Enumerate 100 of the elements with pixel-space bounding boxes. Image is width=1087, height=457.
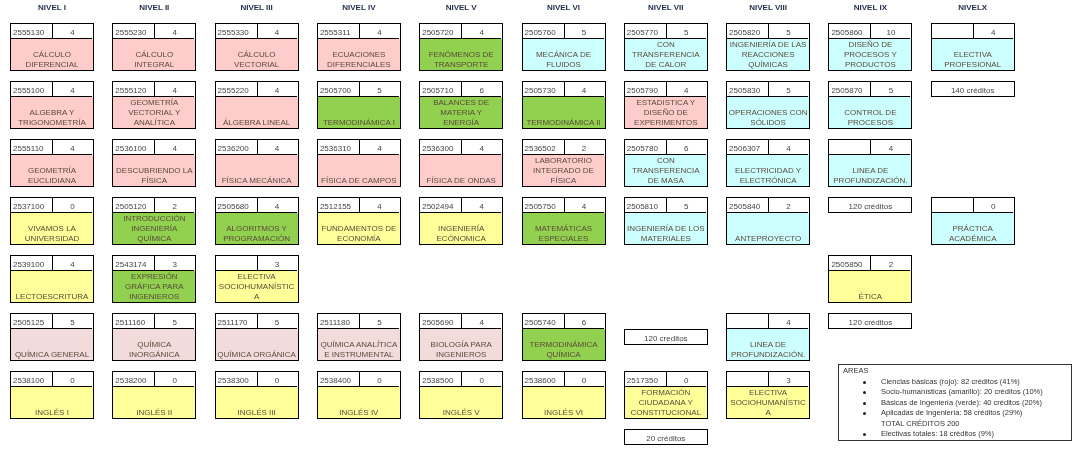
course-name: LINEA DE PROFUNDIZACIÓN. xyxy=(727,329,810,360)
course-code: 2543174 xyxy=(113,256,156,271)
course-name: ALGORITMOS Y PROGRAMACIÓN xyxy=(215,213,298,244)
course-name: GEOMETRÍA EUCLIDIANA xyxy=(11,155,93,186)
course-code: 2555220 xyxy=(215,82,258,97)
course-name: INGLÉS VI xyxy=(522,387,605,418)
course-name: ANTEPROYECTO xyxy=(727,213,810,244)
course-code: 2555330 xyxy=(215,24,258,39)
course-name: QUÍMICA ORGÁNICA xyxy=(215,329,298,360)
column-heading: NIVELX xyxy=(957,3,989,12)
course-name: MATEMÁTICAS ESPECIALES xyxy=(522,213,605,244)
course-code: 2505125 xyxy=(11,314,53,329)
course-name: INGENIERÍA DE LOS MATERIALES xyxy=(624,213,707,244)
course-name: QUÍMICA ANALÍTICA E INSTRUMENTAL xyxy=(317,329,400,360)
column-heading: NIVEL VI xyxy=(545,3,582,12)
course-name: EXPRESIÓN GRÁFICA PARA INGENIEROS xyxy=(113,271,196,302)
course-name: ELECTIVA PROFESIONAL xyxy=(931,39,1014,70)
course-code: 2555110 xyxy=(11,140,53,155)
course-name: FÍSICA DE ONDAS xyxy=(420,155,503,186)
course-name: ELECTIVA SOCIOHUMANÍSTICA xyxy=(727,387,810,418)
course-code: 2505710 xyxy=(420,82,463,97)
course-name: LECTOESCRITURA xyxy=(11,271,93,302)
course-name: MECÁNICA DE FLUIDOS xyxy=(522,39,605,70)
course-code: 2505790 xyxy=(624,82,667,97)
column-heading: NIVEL I xyxy=(37,3,67,12)
course-name: ÁLGEBRA LINEAL xyxy=(215,97,298,128)
course-code: 2502494 xyxy=(420,198,463,213)
course-code: 2555130 xyxy=(11,24,53,39)
column-heading: NIVEL VII xyxy=(647,3,685,12)
column-heading: NIVEL II xyxy=(138,3,171,12)
course-name: QUÍMICA INORGÁNICA xyxy=(113,329,196,360)
course-code: 2536310 xyxy=(317,140,360,155)
course-name: DISEÑO DE PROCESOS Y PRODUCTOS xyxy=(829,39,912,70)
course-name: FENÓMENOS DE TRANSPORTE xyxy=(420,39,503,70)
course-name: FÍSICA MECÁNICA xyxy=(215,155,298,186)
course-name: INGENIERÍA ECÓNOMICA xyxy=(420,213,503,244)
course-code: 2537100 xyxy=(11,198,53,213)
course-code: 2538300 xyxy=(215,372,258,387)
course-code: 2505820 xyxy=(727,24,770,39)
course-name: CÁLCULO VECTORIAL xyxy=(215,39,298,70)
course-code: 2505720 xyxy=(420,24,463,39)
course-name: PRÁCTICA ACADÉMICA xyxy=(931,213,1014,244)
course-name: INGLÉS I xyxy=(11,387,93,418)
course-code: 2512155 xyxy=(317,198,360,213)
credit-total: 120 creditos xyxy=(623,329,708,345)
course-name: LINEA DE PROFUNDIZACIÓN. xyxy=(829,155,912,186)
course-name: CONTROL DE PROCESOS xyxy=(829,97,912,128)
course-code: 2536502 xyxy=(522,140,565,155)
course-name: ELECTIVA SOCIOHUMANÍSTICA xyxy=(215,271,298,302)
course-name: INGLÉS II xyxy=(113,387,196,418)
course-code: 2555120 xyxy=(113,82,156,97)
course-code: 2538100 xyxy=(11,372,53,387)
course-name: CON TRANSFERENCIA DE MASA xyxy=(624,155,707,186)
course-name: INGENIERÍA DE LAS REACCIONES QUÍMICAS xyxy=(727,39,810,70)
course-code: 2505680 xyxy=(215,198,258,213)
course-code: 2505730 xyxy=(522,82,565,97)
course-code: 2538200 xyxy=(113,372,156,387)
areas-note-box xyxy=(838,364,1072,441)
course-code: 2511180 xyxy=(317,314,360,329)
course-code: 2505760 xyxy=(522,24,565,39)
course-code: 2505120 xyxy=(113,198,156,213)
course-code: 2555311 xyxy=(317,24,360,39)
column-heading: NIVEL IX xyxy=(852,3,888,12)
course-name: FORMACIÓN CIUDADANA Y CONSTITUCIONAL xyxy=(624,387,707,418)
course-name: ESTADISTICA Y DISEÑO DE EXPERIMENTOS xyxy=(624,97,707,128)
credit-total: 140 créditos xyxy=(930,81,1015,97)
course-code: 2517350 xyxy=(624,372,667,387)
course-code: 2505850 xyxy=(829,256,872,271)
column-heading: NIVEL IV xyxy=(341,3,377,12)
course-name: FÍSICA DE CAMPOS xyxy=(317,155,400,186)
course-name: INGLÉS III xyxy=(215,387,298,418)
course-name: GEOMETRÍA VECTORIAL Y ANALÍTICA xyxy=(113,97,196,128)
course-code: 2505810 xyxy=(624,198,667,213)
course-name: CÁLCULO INTEGRAL xyxy=(113,39,196,70)
course-name: TERMODINÁMICA QUÍMICA xyxy=(522,329,605,360)
course-name: CÁLCULO DIFERENCIAL xyxy=(11,39,93,70)
course-name: VIVAMOS LA UNIVERSIDAD xyxy=(11,213,93,244)
course-code: 2536200 xyxy=(215,140,258,155)
course-name: BALANCES DE MATERIA Y ENERGÍA xyxy=(420,97,503,128)
course-code: 2555100 xyxy=(11,82,53,97)
column-heading: NIVEL V xyxy=(444,3,478,12)
course-name: TERMODINÁMICA I xyxy=(317,97,400,128)
course-name: TERMODINÁMICA II xyxy=(522,97,605,128)
course-code: 2505870 xyxy=(829,82,872,97)
course-name: INTRODUCCIÓN INGENIERÍA QUÍMICA xyxy=(113,213,196,244)
course-code: 2506307 xyxy=(727,140,770,155)
course-code: 2538400 xyxy=(317,372,360,387)
course-code: 2511160 xyxy=(113,314,156,329)
column-heading: NIVEL III xyxy=(239,3,274,12)
column-heading: NIVEL VIII xyxy=(748,3,788,12)
course-name: BIOLOGÍA PARA INGENIEROS xyxy=(420,329,503,360)
course-code: 2505860 xyxy=(829,24,872,39)
course-code: 2538600 xyxy=(522,372,565,387)
course-name: ALGEBRA Y TRIGONOMETRÍA xyxy=(11,97,93,128)
course-code: 2539100 xyxy=(11,256,53,271)
course-name: ECUACIONES DIFERENCIALES xyxy=(317,39,400,70)
credit-total: 120 créditos xyxy=(828,313,913,329)
course-code: 2538500 xyxy=(420,372,463,387)
credit-total: 20 créditos xyxy=(623,429,708,445)
course-code: 2505700 xyxy=(317,82,360,97)
